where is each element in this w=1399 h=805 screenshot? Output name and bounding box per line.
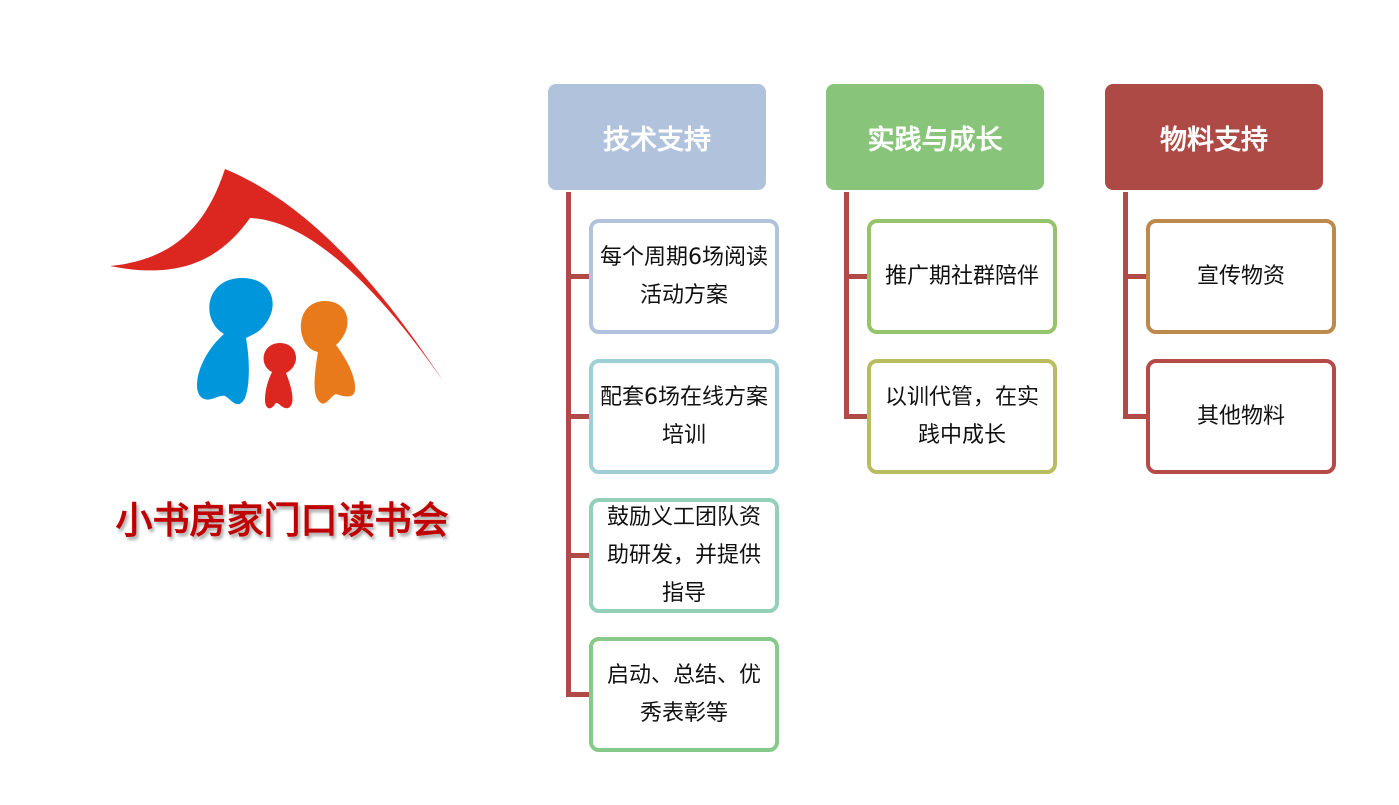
connector-branch xyxy=(1125,414,1147,419)
item-text: 其他物料 xyxy=(1196,403,1285,429)
logo-house-family-icon xyxy=(110,169,443,409)
item-box: 配套6场在线方案培训 xyxy=(589,359,779,474)
column-header: 物料支持 xyxy=(1105,84,1323,190)
connector-line xyxy=(844,192,849,419)
item-box: 其他物料 xyxy=(1146,359,1336,474)
parent-figure-icon-2 xyxy=(300,301,356,404)
item-box: 鼓励义工团队资助研发，并提供指导 xyxy=(589,498,779,613)
item-box: 推广期社群陪伴 xyxy=(867,219,1057,334)
item-text: 配套6场在线方案培训 xyxy=(600,384,768,448)
connector-branch xyxy=(568,553,590,558)
item-text: 推广期社群陪伴 xyxy=(884,263,1039,289)
connector-branch xyxy=(568,692,590,697)
roof-icon xyxy=(110,169,443,381)
item-box: 以训代管，在实践中成长 xyxy=(867,359,1057,474)
item-text: 鼓励义工团队资助研发，并提供指导 xyxy=(606,504,761,606)
connector-branch xyxy=(568,274,590,279)
connector-branch xyxy=(568,414,590,419)
item-text: 每个周期6场阅读活动方案 xyxy=(600,244,768,308)
item-box: 每个周期6场阅读活动方案 xyxy=(589,219,779,334)
item-box: 宣传物资 xyxy=(1146,219,1336,334)
connector-branch xyxy=(1125,274,1147,279)
item-text: 宣传物资 xyxy=(1196,263,1285,289)
column-header: 技术支持 xyxy=(548,84,766,190)
parent-figure-icon xyxy=(197,278,273,405)
item-box: 启动、总结、优秀表彰等 xyxy=(589,637,779,752)
connector-line xyxy=(566,192,571,697)
brand-title: 小书房家门口读书会 xyxy=(115,499,449,542)
item-text: 启动、总结、优秀表彰等 xyxy=(606,662,761,726)
column-header: 实践与成长 xyxy=(826,84,1044,190)
connector-branch xyxy=(846,274,868,279)
connector-branch xyxy=(846,414,868,419)
connector-line xyxy=(1123,192,1128,419)
item-text: 以训代管，在实践中成长 xyxy=(884,384,1039,448)
child-figure-icon xyxy=(263,343,297,409)
